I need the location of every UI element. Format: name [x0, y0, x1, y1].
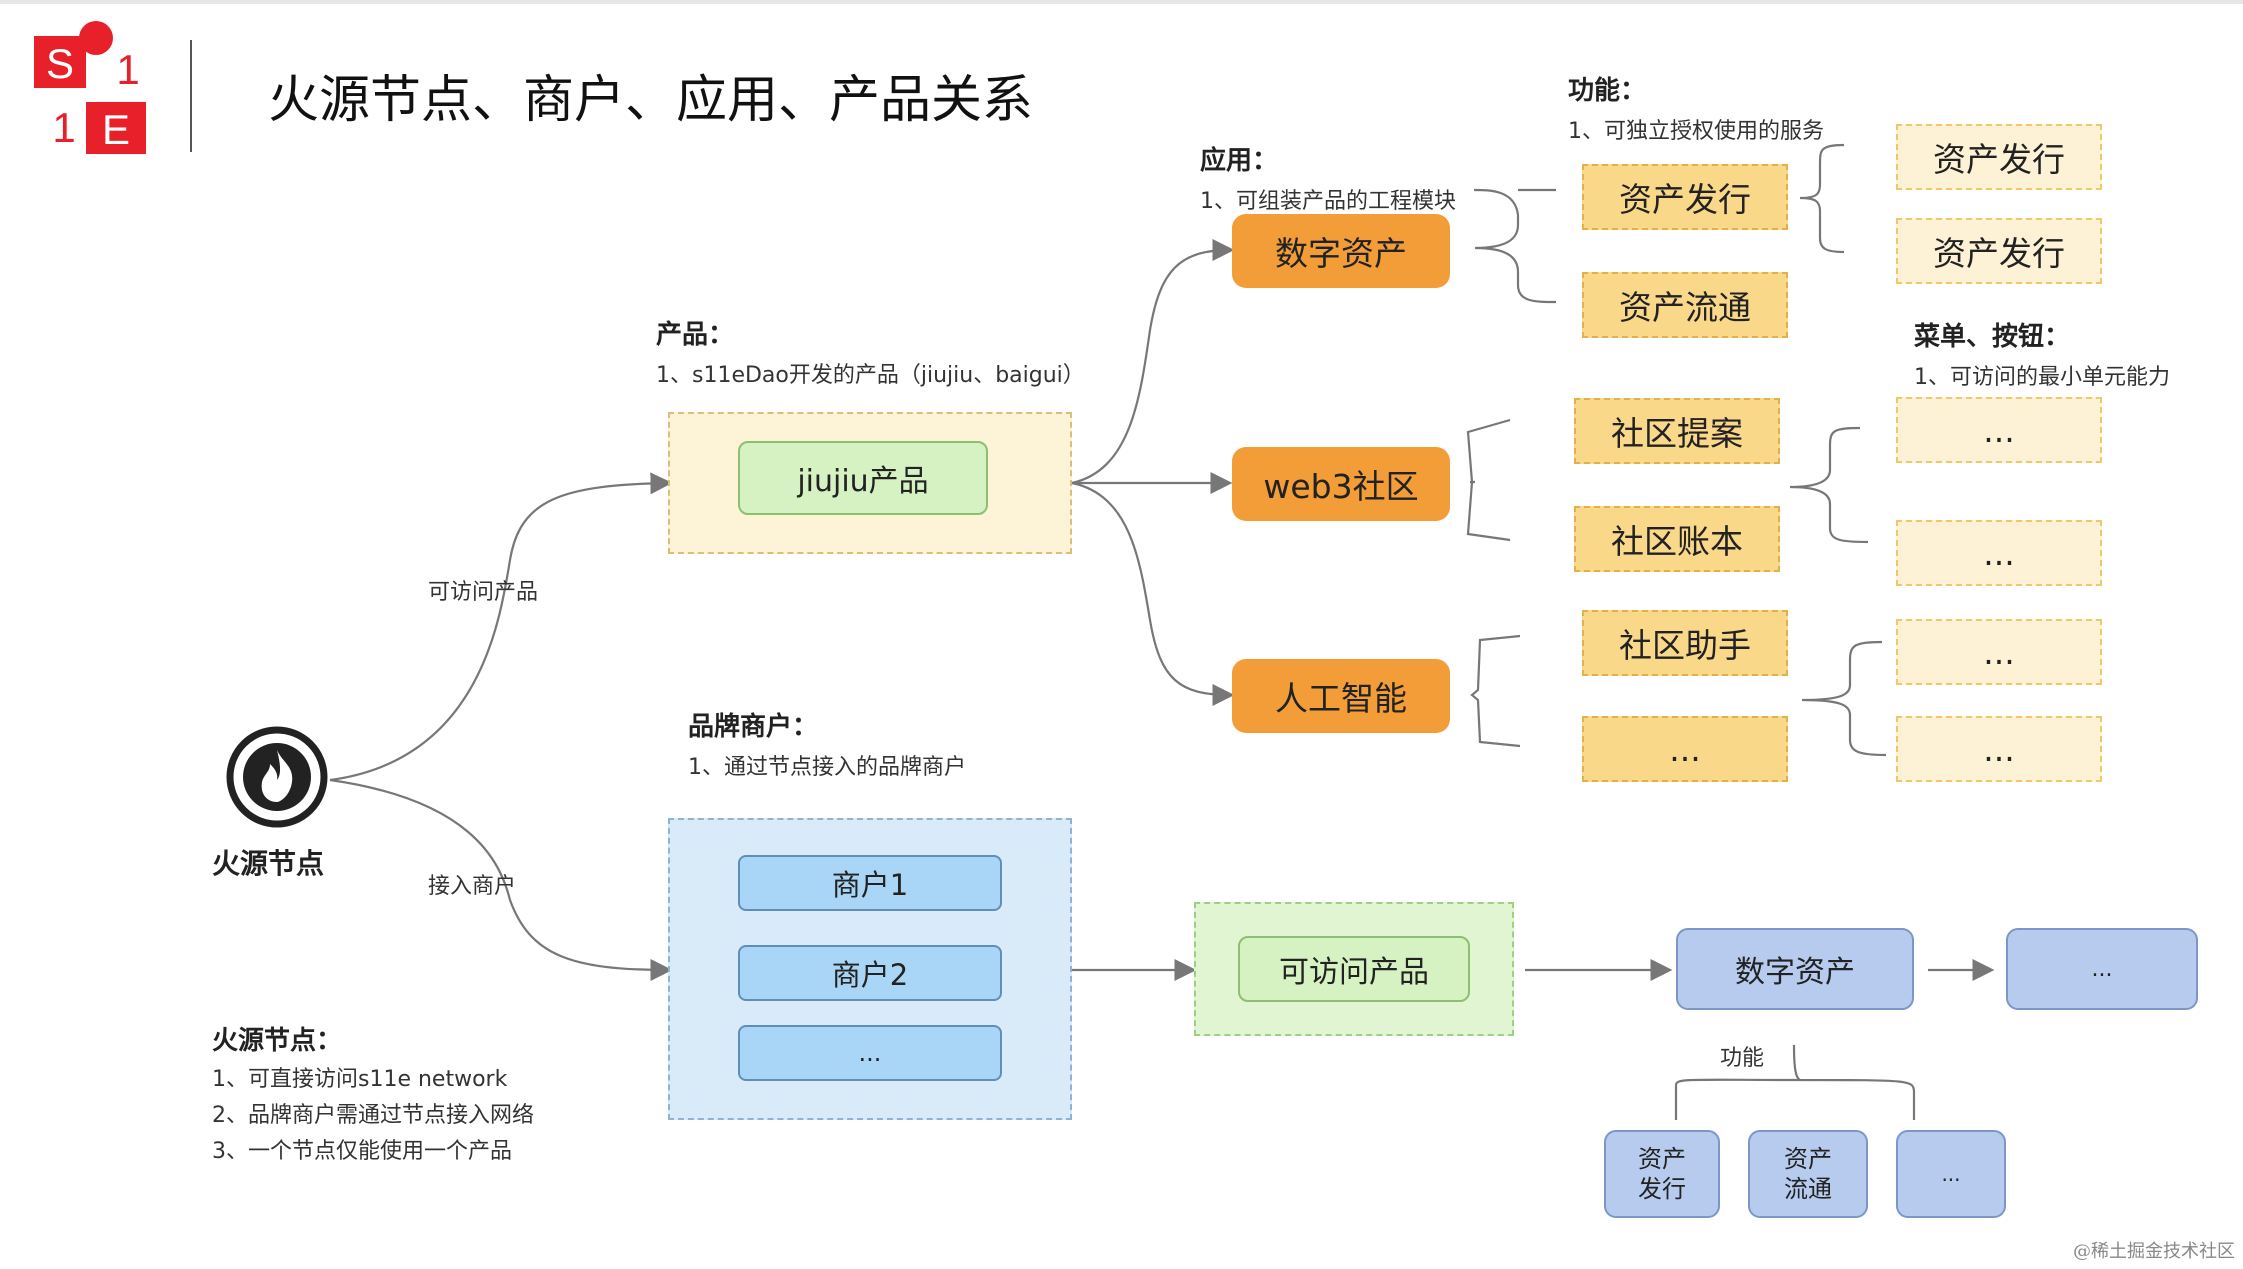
app-ai[interactable]: 人工智能: [1232, 659, 1450, 733]
note-menu-line: 1、可访问的最小单元能力: [1914, 365, 2170, 390]
feature-community-assistant[interactable]: 社区助手: [1582, 610, 1788, 676]
node-label: 火源节点: [212, 847, 325, 880]
note-node-heading: 火源节点：: [212, 1026, 343, 1056]
menu-asset-issue-2[interactable]: 资产发行: [1896, 218, 2102, 284]
merchant-1[interactable]: 商户1: [738, 855, 1002, 911]
note-app-line: 1、可组装产品的工程模块: [1200, 189, 1456, 214]
logo-separator: [190, 40, 192, 152]
page-title: 火源节点、商户、应用、产品关系: [268, 71, 1034, 130]
note-product: 产品： 1、s11eDao开发的产品（jiujiu、baigui）: [656, 314, 1085, 389]
note-menu: 菜单、按钮： 1、可访问的最小单元能力: [1914, 316, 2170, 391]
sub-function-issue[interactable]: 资产 发行: [1604, 1130, 1720, 1218]
merchant-2[interactable]: 商户2: [738, 945, 1002, 1001]
feature-more[interactable]: ...: [1582, 716, 1788, 782]
note-node-line-3: 3、一个节点仅能使用一个产品: [212, 1139, 512, 1164]
product-jiujiu[interactable]: jiujiu产品: [738, 441, 988, 515]
sub-function-more[interactable]: ...: [1896, 1130, 2006, 1218]
note-app: 应用： 1、可组装产品的工程模块: [1200, 140, 1456, 215]
node-icon: [222, 722, 332, 832]
logo-letter-s: S: [46, 40, 74, 87]
note-node-line-2: 2、品牌商户需通过节点接入网络: [212, 1103, 534, 1128]
accessible-product[interactable]: 可访问产品: [1238, 936, 1470, 1002]
sub-function-circulation[interactable]: 资产 流通: [1748, 1130, 1868, 1218]
menu-more-2[interactable]: ...: [1896, 520, 2102, 586]
top-divider: [0, 0, 2243, 4]
feature-community-proposal[interactable]: 社区提案: [1574, 398, 1780, 464]
note-menu-heading: 菜单、按钮：: [1914, 322, 2071, 352]
app-digital-asset[interactable]: 数字资产: [1232, 214, 1450, 288]
feature-asset-issue[interactable]: 资产发行: [1582, 164, 1788, 230]
menu-more-4[interactable]: ...: [1896, 716, 2102, 782]
note-feature: 功能： 1、可独立授权使用的服务: [1568, 70, 1824, 145]
menu-asset-issue-1[interactable]: 资产发行: [1896, 124, 2102, 190]
merchant-more[interactable]: ...: [738, 1025, 1002, 1081]
logo-letter-e: E: [102, 106, 130, 153]
note-product-heading: 产品：: [656, 320, 735, 350]
flow-more[interactable]: ...: [2006, 928, 2198, 1010]
note-merchant-heading: 品牌商户：: [688, 712, 819, 742]
watermark: @稀土掘金技术社区: [2073, 1241, 2235, 1262]
flow-function-label: 功能: [1720, 1046, 1765, 1071]
edge-label-access-merchant: 接入商户: [428, 874, 517, 899]
menu-more-3[interactable]: ...: [1896, 619, 2102, 685]
feature-asset-circulation[interactable]: 资产流通: [1582, 272, 1788, 338]
menu-more-1[interactable]: ...: [1896, 397, 2102, 463]
edge-label-accessible-product: 可访问产品: [428, 580, 539, 605]
feature-community-ledger[interactable]: 社区账本: [1574, 506, 1780, 572]
note-product-line: 1、s11eDao开发的产品（jiujiu、baigui）: [656, 363, 1085, 388]
logo-digit-1b: 1: [52, 104, 75, 151]
note-feature-heading: 功能：: [1568, 76, 1647, 106]
logo-digit-1a: 1: [116, 46, 139, 93]
note-feature-line: 1、可独立授权使用的服务: [1568, 119, 1824, 144]
app-web3-community[interactable]: web3社区: [1232, 447, 1450, 521]
note-node: 火源节点： 1、可直接访问s11e network 2、品牌商户需通过节点接入网…: [212, 1020, 534, 1165]
note-app-heading: 应用：: [1200, 146, 1279, 176]
s11e-logo: S 1 1 E: [30, 14, 165, 154]
flow-digital-asset[interactable]: 数字资产: [1676, 928, 1914, 1010]
note-node-line-1: 1、可直接访问s11e network: [212, 1067, 508, 1092]
note-merchant-line: 1、通过节点接入的品牌商户: [688, 755, 966, 780]
note-merchant: 品牌商户： 1、通过节点接入的品牌商户: [688, 706, 966, 781]
